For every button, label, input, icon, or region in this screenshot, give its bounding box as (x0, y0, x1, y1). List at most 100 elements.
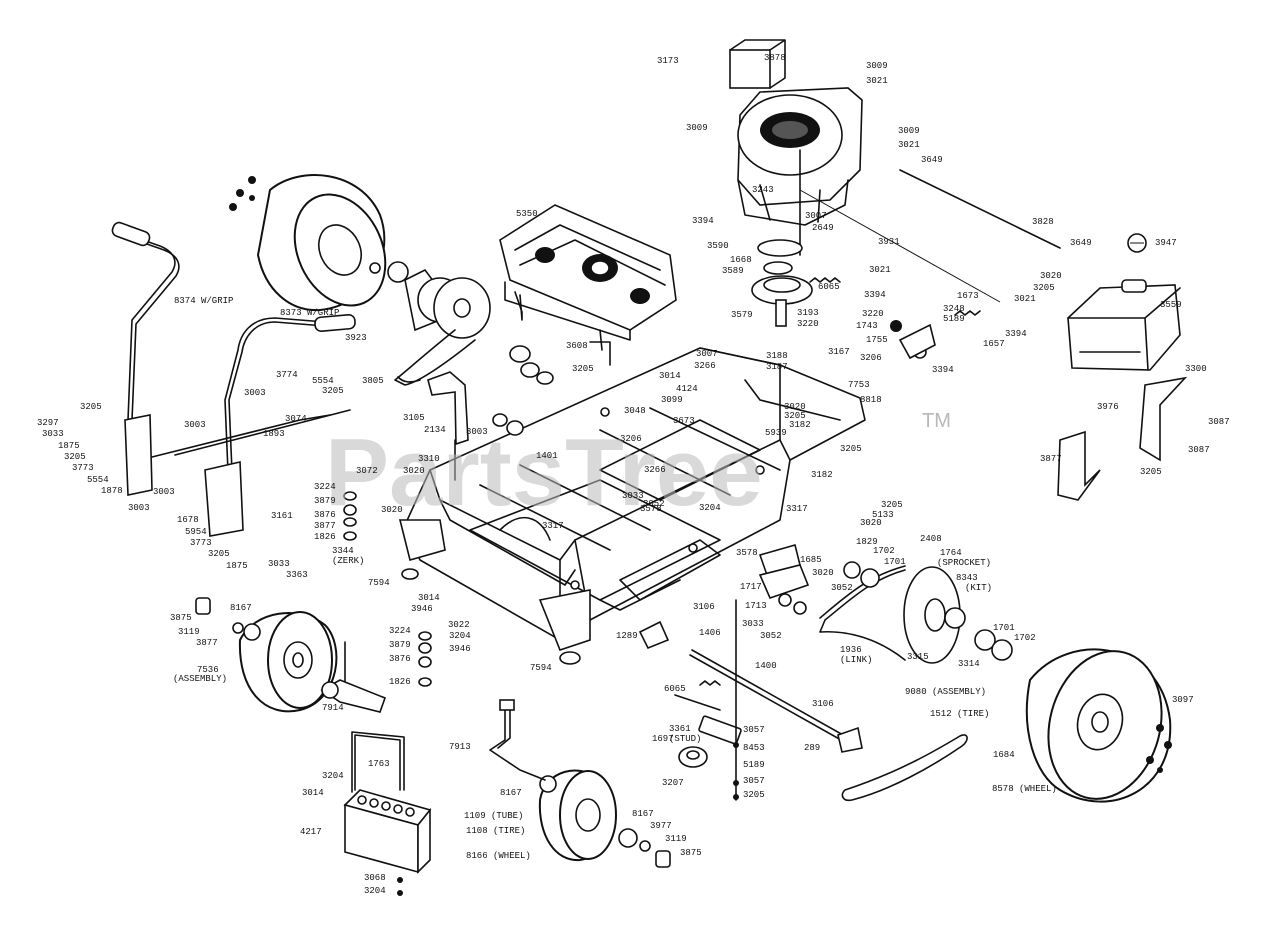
part-number-label: 2134 (424, 425, 446, 435)
part-number-label: 3009 (898, 126, 920, 136)
part-number-label: 1109 (TUBE) (464, 811, 523, 821)
part-number-label: 3608 (566, 341, 588, 351)
part-number-label: 6065 (664, 684, 686, 694)
part-number-label: 3003 (466, 427, 488, 437)
part-number-label: 3977 (650, 821, 672, 831)
part-number-label: 3879 (389, 640, 411, 650)
part-number-label: 1936 (840, 645, 862, 655)
part-number-label: 3182 (811, 470, 833, 480)
part-number-label: 3266 (644, 465, 666, 475)
part-number-label: 3923 (345, 333, 367, 343)
battery (343, 731, 432, 874)
part-number-label: 1717 (740, 582, 762, 592)
part-number-label: 5189 (743, 760, 765, 770)
part-number-label: 3243 (752, 185, 774, 195)
part-number-label: 3946 (449, 644, 471, 654)
part-number-label: 3589 (722, 266, 744, 276)
part-number-label: (SPROCKET) (937, 558, 991, 568)
part-number-label: 3877 (1040, 454, 1062, 464)
part-number-label: 3187 (766, 362, 788, 372)
part-number-label: 3317 (542, 521, 564, 531)
part-number-label: 3003 (244, 388, 266, 398)
part-number-label: 1763 (368, 759, 390, 769)
part-number-label: 3344 (332, 546, 354, 556)
part-number-label: 7913 (449, 742, 471, 752)
part-number-label: 3590 (707, 241, 729, 251)
part-number-label: 3052 (760, 631, 782, 641)
part-number-label: 1668 (730, 255, 752, 265)
part-number-label: 3300 (1185, 364, 1207, 374)
part-number-label: 1406 (699, 628, 721, 638)
part-number-label: 8818 (860, 395, 882, 405)
part-number-label: 5554 (87, 475, 109, 485)
part-number-label: 1701 (993, 623, 1015, 633)
part-number-label: 3007 (696, 349, 718, 359)
part-number-label: 8343 (956, 573, 978, 583)
part-number-label: 3877 (314, 521, 336, 531)
part-number-label: 1401 (536, 451, 558, 461)
part-number-label: 3003 (184, 420, 206, 430)
part-number-label: 3182 (789, 420, 811, 430)
rear-axle-rod (638, 620, 863, 753)
part-number-label: 3205 (1033, 283, 1055, 293)
part-number-label: 3578 (736, 548, 758, 558)
part-number-label: 1826 (314, 532, 336, 542)
part-number-label: 1697 (652, 734, 674, 744)
part-number-label: 3052 (831, 583, 853, 593)
part-number-label: 3167 (828, 347, 850, 357)
part-number-label: 3106 (812, 699, 834, 709)
part-number-label: 3875 (170, 613, 192, 623)
part-number-label: 1289 (616, 631, 638, 641)
part-number-label: 3188 (766, 351, 788, 361)
part-number-label: 3021 (898, 140, 920, 150)
part-number-label: 3119 (665, 834, 687, 844)
idler-pulley (674, 599, 742, 801)
part-number-label: 3193 (797, 308, 819, 318)
part-number-label: 3310 (418, 454, 440, 464)
part-number-label: 3297 (37, 418, 59, 428)
part-number-label: 1875 (226, 561, 248, 571)
part-number-label: 3003 (153, 487, 175, 497)
part-number-label: 1108 (TIRE) (466, 826, 525, 836)
part-number-label: 3220 (797, 319, 819, 329)
part-number-label: 3033 (268, 559, 290, 569)
left-spindle (320, 641, 387, 713)
part-number-label: 3394 (1005, 329, 1027, 339)
part-number-label: 1702 (873, 546, 895, 556)
part-number-label: 3205 (80, 402, 102, 412)
part-number-label: 2408 (920, 534, 942, 544)
part-number-label: 8373 W/GRIP (280, 308, 339, 318)
part-number-label: (STUD) (669, 734, 701, 744)
part-number-label: 3020 (860, 518, 882, 528)
part-number-label: 7536 (197, 665, 219, 675)
part-number-label: 5939 (765, 428, 787, 438)
part-number-label: 3876 (314, 510, 336, 520)
part-number-label: 3020 (812, 568, 834, 578)
transaxle (499, 204, 677, 351)
part-number-label: 1701 (884, 557, 906, 567)
part-number-label: 3205 (64, 452, 86, 462)
right-sprocket-chain (819, 561, 1013, 664)
part-number-label: 8374 W/GRIP (174, 296, 233, 306)
part-number-label: 3205 (840, 444, 862, 454)
part-number-label: 3207 (662, 778, 684, 788)
part-number-label: 3266 (694, 361, 716, 371)
part-number-label: 3363 (286, 570, 308, 580)
part-number-label: 3876 (389, 654, 411, 664)
part-number-label: 4217 (300, 827, 322, 837)
part-number-label: 3119 (178, 627, 200, 637)
part-number-label: 3224 (314, 482, 336, 492)
front-left-tire (195, 597, 338, 713)
part-number-label: 8167 (632, 809, 654, 819)
part-number-label: 1829 (856, 537, 878, 547)
part-number-label: 3315 (907, 652, 929, 662)
part-number-label: 3033 (42, 429, 64, 439)
part-number-label: 1713 (745, 601, 767, 611)
part-number-label: 3205 (208, 549, 230, 559)
part-number-label: (LINK) (840, 655, 872, 665)
part-number-label: 3877 (196, 638, 218, 648)
part-number-label: 3009 (866, 61, 888, 71)
part-number-label: 8453 (743, 743, 765, 753)
